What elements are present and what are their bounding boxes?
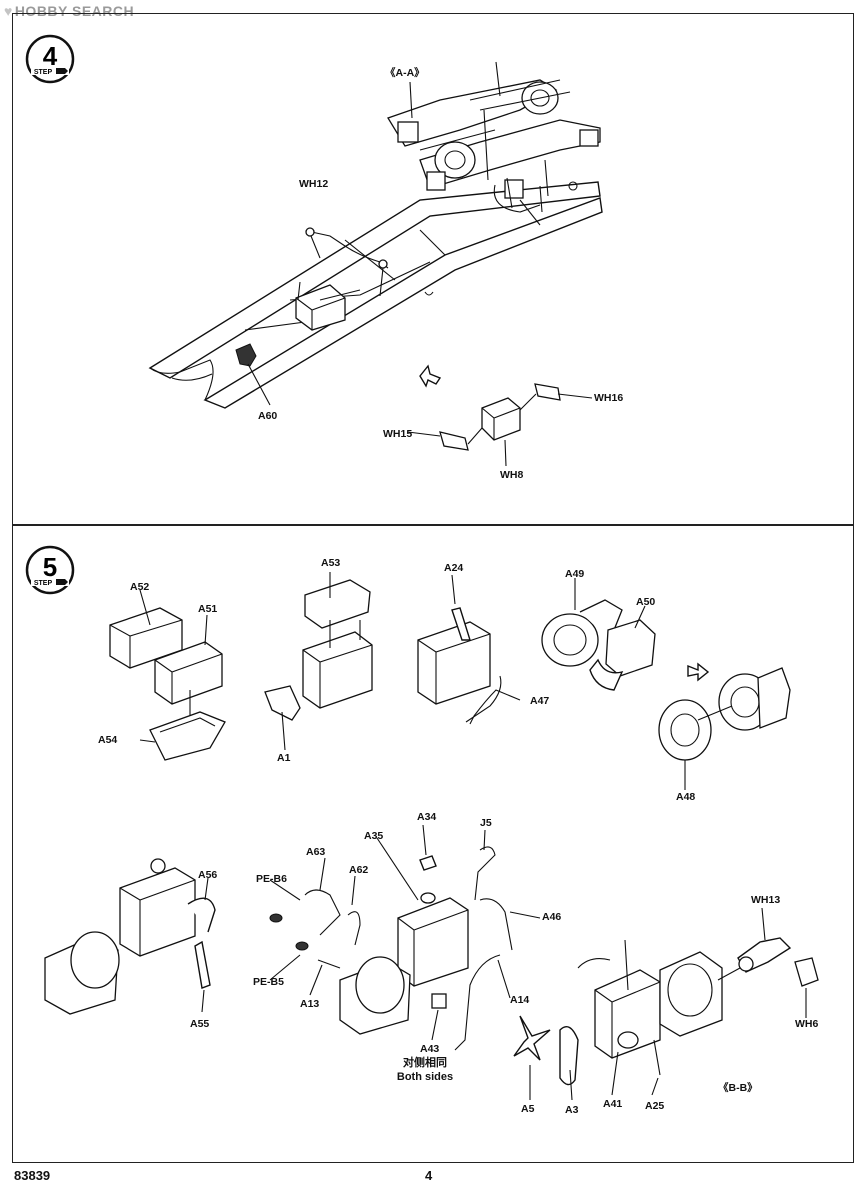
label-a55: A55 (190, 1018, 210, 1030)
label-j5: J5 (480, 817, 492, 829)
label-wh15: WH15 (383, 428, 413, 440)
label-a63: A63 (306, 846, 326, 858)
label-a50: A50 (636, 596, 656, 608)
label-a13: A13 (300, 998, 320, 1010)
label-a47: A47 (530, 695, 550, 707)
label-a43: A43 (420, 1043, 440, 1055)
step-badge-icon: 4 STEP (25, 34, 75, 84)
label-wh13: WH13 (751, 894, 781, 906)
label-wh6: WH6 (795, 1018, 819, 1030)
watermark: ♥HOBBY SEARCH (4, 3, 134, 19)
label-a53: A53 (321, 557, 341, 569)
label-a52: A52 (130, 581, 150, 593)
step4-panel (12, 13, 854, 525)
label-pe-b5: PE-B5 (253, 976, 284, 988)
label-wh8: WH8 (500, 469, 524, 481)
label-a25: A25 (645, 1100, 665, 1112)
label-a49: A49 (565, 568, 585, 580)
step5-panel (12, 525, 854, 1163)
tank-icon (56, 579, 68, 585)
note-english: Both sides (396, 1071, 454, 1083)
label-a56: A56 (198, 869, 218, 881)
label-a51: A51 (198, 603, 218, 615)
chassis-frame-drawing (148, 61, 603, 467)
section-label-b-b: 《B-B》 (718, 1082, 758, 1094)
label-a35: A35 (364, 830, 384, 842)
label-wh16: WH16 (594, 392, 624, 404)
tank-icon (56, 68, 68, 74)
label-a46: A46 (542, 911, 562, 923)
label-a3: A3 (565, 1104, 579, 1116)
engine-accessories-drawing (44, 824, 819, 1101)
both-sides-note: 对侧相同 Both sides (380, 1056, 470, 1084)
step5-badge: 5 STEP (25, 545, 75, 595)
label-a54: A54 (98, 734, 118, 746)
label-a34: A34 (417, 811, 437, 823)
product-code: 83839 (14, 1168, 51, 1183)
step5-word: STEP (34, 580, 53, 587)
section-label-a-a: 《A-A》 (385, 67, 425, 79)
label-a24: A24 (444, 562, 464, 574)
label-a48: A48 (676, 791, 696, 803)
step5-number: 5 (43, 552, 57, 582)
label-a60: A60 (258, 410, 278, 422)
step-badge-icon: 5 STEP (25, 545, 75, 595)
label-a14: A14 (510, 994, 530, 1006)
label-wh12: WH12 (299, 178, 329, 190)
label-a5: A5 (521, 1103, 535, 1115)
engine-block-parts-drawing (109, 572, 791, 790)
label-a1: A1 (277, 752, 291, 764)
heart-logo-icon: ♥ (4, 3, 13, 19)
step4-number: 4 (43, 41, 58, 71)
label-a41: A41 (603, 1098, 623, 1110)
page-number: 4 (425, 1168, 433, 1183)
step4-badge: 4 STEP (25, 34, 75, 84)
step4-word: STEP (34, 69, 53, 76)
watermark-text: HOBBY SEARCH (14, 3, 135, 19)
label-a62: A62 (349, 864, 369, 876)
label-pe-b6: PE-B6 (256, 873, 287, 885)
note-chinese: 对侧相同 (403, 1057, 447, 1069)
